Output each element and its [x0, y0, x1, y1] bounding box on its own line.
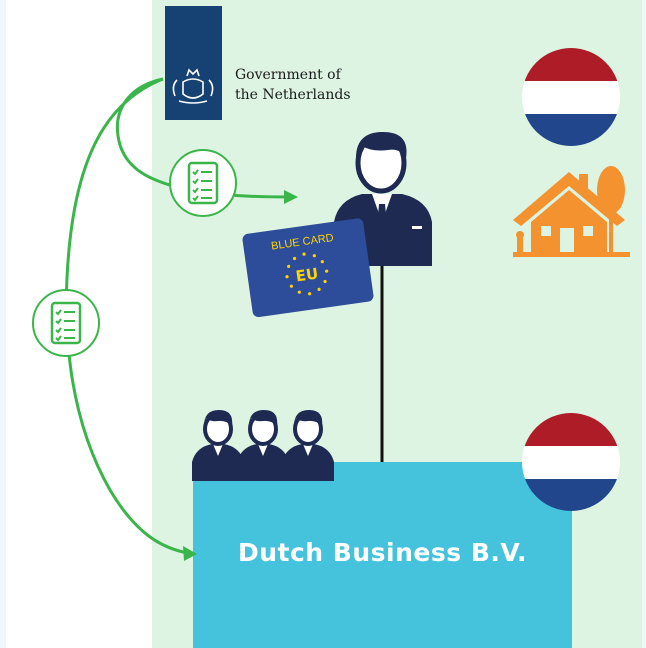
government-name-line1: Government of — [235, 67, 341, 83]
government-logo — [165, 6, 222, 120]
eu-stars-icon — [285, 252, 329, 296]
team-icon — [192, 410, 334, 481]
government-name-line2: the Netherlands — [235, 87, 351, 103]
checklist-icon — [169, 149, 237, 217]
checklist-icon — [32, 289, 100, 357]
house-icon — [513, 166, 630, 257]
blue-card: BLUE CARD EU — [242, 218, 374, 318]
arrowhead-person — [284, 190, 298, 204]
arrows — [64, 77, 289, 555]
blue-card-code: EU — [295, 264, 320, 285]
arrowhead-company — [183, 546, 197, 561]
flag-netherlands-icon — [522, 413, 620, 511]
government-name: Government of the Netherlands — [235, 65, 351, 105]
coat-of-arms-icon — [172, 68, 214, 104]
company-name: Dutch Business B.V. — [237, 538, 528, 567]
company-box — [193, 462, 572, 648]
flag-netherlands-icon — [522, 48, 620, 146]
